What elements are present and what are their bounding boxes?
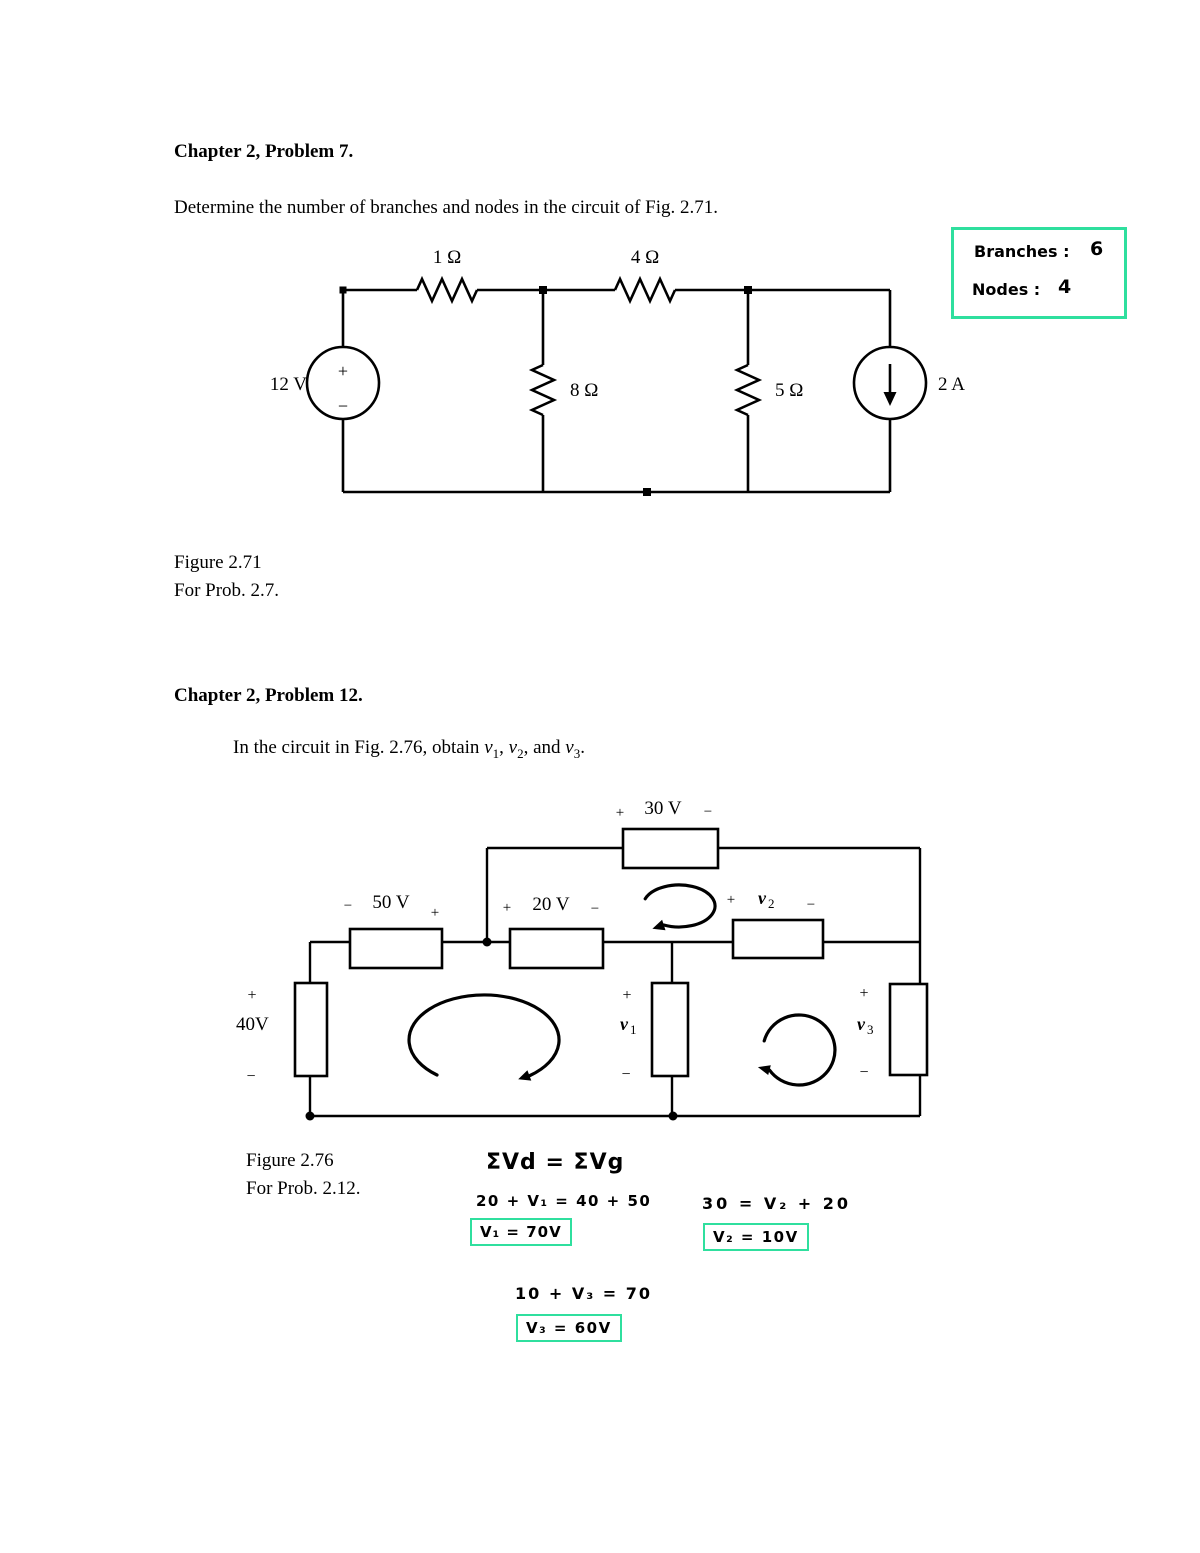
branches-nodes-answer-box: Branches : 6 Nodes : 4	[951, 227, 1127, 319]
prompt-period: .	[580, 737, 585, 758]
prompt-v1-sub: 1	[492, 745, 500, 761]
caption-line-2: For Prob. 2.12.	[246, 1178, 361, 1199]
prompt-v2: v	[508, 737, 518, 758]
minus-v1: −	[621, 1066, 630, 1083]
plus-v1: +	[622, 987, 631, 1004]
label-v1: v	[620, 1014, 629, 1034]
label-20v: 20 V	[532, 894, 569, 915]
element-40v-source	[293, 981, 329, 1078]
element-v2	[731, 918, 825, 960]
resistor-8ohm	[528, 363, 558, 417]
resistor-4ohm	[613, 275, 677, 305]
prompt-v3: v	[565, 737, 574, 758]
resistor-5ohm	[733, 363, 763, 417]
resistor-1ohm	[415, 275, 479, 305]
answer-v1: V₁ = 70V	[480, 1223, 562, 1241]
nodes-label: Nodes :	[972, 280, 1041, 299]
label-30v: 30 V	[644, 798, 681, 819]
label-v2: v	[758, 888, 767, 908]
prompt-sep1: ,	[499, 737, 509, 758]
answer-box-v3: V₃ = 60V	[516, 1314, 622, 1342]
prompt-v2-sub: 2	[517, 745, 524, 761]
prompt-text: In the circuit in Fig. 2.76, obtain	[233, 737, 485, 758]
figure-2-76-caption: Figure 2.76 For Prob. 2.12.	[246, 1147, 361, 1203]
label-12v: 12 V	[270, 374, 307, 395]
minus-v2: −	[807, 897, 815, 913]
branches-value: 6	[1090, 238, 1104, 260]
current-arrow-down	[883, 392, 897, 406]
loop-arrow-left	[407, 993, 561, 1081]
wires	[341, 288, 892, 494]
loop-arrow-top	[643, 883, 717, 931]
circuit-figure-2-71: + − 1 Ω 4 Ω 8 Ω 5 Ω 12 V 2 A	[270, 247, 965, 496]
answer-box-v2: V₂ = 10V	[703, 1223, 809, 1251]
node-dots	[305, 937, 678, 1121]
plus-v3: +	[859, 985, 868, 1002]
equation-v3: 10 + V₃ = 70	[515, 1284, 653, 1303]
label-8ohm: 8 Ω	[570, 380, 598, 401]
prompt-sep2: , and	[523, 737, 566, 758]
label-v1-sub: 1	[630, 1022, 637, 1037]
label-2a: 2 A	[938, 374, 965, 395]
element-v3	[888, 982, 929, 1077]
minus-20v: −	[591, 901, 599, 917]
plus-50v: +	[431, 905, 439, 921]
minus-30v: −	[704, 804, 712, 820]
label-5ohm: 5 Ω	[775, 380, 803, 401]
plus-30v: +	[616, 805, 624, 821]
problem7-prompt: Determine the number of branches and nod…	[174, 197, 718, 218]
element-boxes	[293, 827, 929, 1078]
element-v1	[650, 981, 690, 1078]
circuit-figure-2-76: + 30 V − − 50 V + + 20 V − + v 2 − + 40V…	[236, 798, 929, 1121]
plus-v2: +	[727, 892, 735, 908]
nodes-value: 4	[1058, 276, 1072, 298]
voltage-source-12v: + −	[305, 345, 381, 421]
branches-label: Branches :	[974, 242, 1070, 261]
caption-line-2: For Prob. 2.7.	[174, 580, 280, 601]
answer-box-v1: V₁ = 70V	[470, 1218, 572, 1246]
equation-v2: 30 = V₂ + 20	[702, 1194, 852, 1213]
label-v3: v	[857, 1014, 866, 1034]
node-dots	[339, 286, 752, 496]
problem7-title: Chapter 2, Problem 7.	[174, 141, 354, 162]
caption-line-1: Figure 2.71	[174, 552, 262, 573]
plus-40v: +	[247, 987, 256, 1004]
element-50v	[348, 927, 444, 970]
answer-v3: V₃ = 60V	[526, 1319, 612, 1337]
prompt-v1: v	[484, 737, 493, 758]
caption-line-1: Figure 2.76	[246, 1150, 334, 1171]
figure-2-71-caption: Figure 2.71 For Prob. 2.7.	[174, 549, 279, 605]
source-plus-sign: +	[338, 361, 348, 381]
label-v2-sub: 2	[768, 896, 775, 911]
current-source-2a	[852, 345, 928, 421]
minus-v3: −	[859, 1064, 868, 1081]
kvl-equation: ΣVd = ΣVg	[486, 1150, 625, 1175]
label-4ohm: 4 Ω	[631, 247, 659, 268]
equation-v1: 20 + V₁ = 40 + 50	[476, 1192, 652, 1210]
answer-v2: V₂ = 10V	[713, 1228, 799, 1246]
prompt-v3-sub: 3	[573, 745, 581, 761]
wires	[308, 846, 922, 1118]
problem12-title: Chapter 2, Problem 12.	[174, 685, 363, 706]
element-20v	[508, 927, 605, 970]
minus-50v: −	[344, 898, 352, 914]
plus-20v: +	[503, 900, 511, 916]
minus-40v: −	[246, 1068, 255, 1085]
loop-arrow-right	[757, 1013, 837, 1087]
label-40v: 40V	[236, 1014, 269, 1035]
element-30v	[621, 827, 720, 870]
label-50v: 50 V	[372, 892, 409, 913]
label-v3-sub: 3	[867, 1022, 874, 1037]
label-1ohm: 1 Ω	[433, 247, 461, 268]
problem12-prompt: In the circuit in Fig. 2.76, obtain v1, …	[233, 737, 585, 762]
source-minus-sign: −	[338, 396, 348, 416]
